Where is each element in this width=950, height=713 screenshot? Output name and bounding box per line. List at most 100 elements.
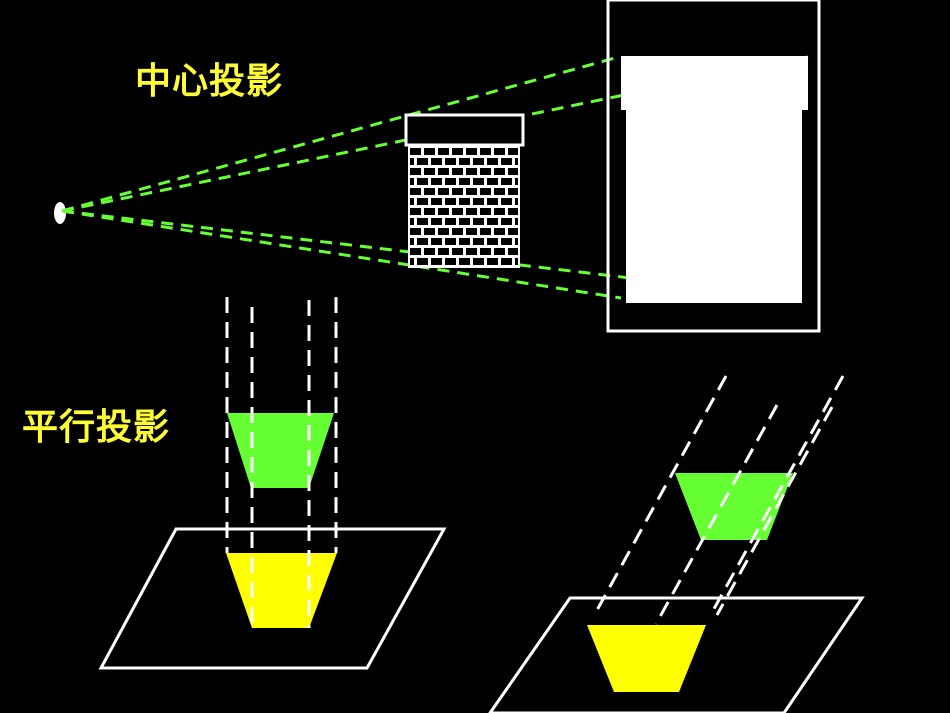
brick bbox=[487, 198, 498, 205]
brick bbox=[424, 248, 435, 255]
central-projection-group bbox=[54, 0, 821, 333]
brick bbox=[417, 198, 428, 205]
brick bbox=[424, 168, 435, 175]
brick bbox=[508, 168, 518, 175]
brick bbox=[473, 258, 484, 265]
brick bbox=[501, 218, 512, 225]
brick bbox=[466, 208, 477, 215]
ground-plane-right bbox=[488, 596, 865, 713]
brick bbox=[494, 228, 505, 235]
brick bbox=[424, 208, 435, 215]
brick bbox=[515, 158, 518, 165]
brick bbox=[410, 248, 421, 255]
brick bbox=[466, 148, 477, 155]
brick bbox=[473, 158, 484, 165]
parallel-vertical-group bbox=[98, 297, 447, 670]
brick bbox=[410, 228, 421, 235]
brick bbox=[431, 258, 442, 265]
brick bbox=[494, 188, 505, 195]
brick bbox=[508, 248, 518, 255]
brick bbox=[445, 198, 456, 205]
brick bbox=[431, 158, 442, 165]
brick bbox=[417, 238, 428, 245]
brick bbox=[438, 208, 449, 215]
brick bbox=[515, 218, 518, 225]
brick bbox=[473, 198, 484, 205]
brick bbox=[424, 148, 435, 155]
brick bbox=[515, 198, 518, 205]
brick bbox=[417, 158, 428, 165]
brick bbox=[501, 178, 512, 185]
brick bbox=[410, 178, 414, 185]
brick bbox=[452, 148, 463, 155]
parallel-rays-vertical bbox=[225, 297, 338, 628]
central-shadow bbox=[621, 56, 808, 303]
object-trapezoid-left bbox=[227, 413, 334, 488]
brick bbox=[473, 178, 484, 185]
brick bbox=[466, 228, 477, 235]
brick bbox=[438, 168, 449, 175]
brick bbox=[515, 238, 518, 245]
brick bbox=[438, 228, 449, 235]
object-trapezoid-right bbox=[675, 473, 793, 540]
brick bbox=[480, 148, 491, 155]
brick bbox=[487, 258, 498, 265]
brick bbox=[480, 188, 491, 195]
brick bbox=[480, 228, 491, 235]
brick bbox=[445, 218, 456, 225]
brick bbox=[424, 188, 435, 195]
light-source bbox=[54, 202, 66, 224]
brick bbox=[473, 218, 484, 225]
brick bbox=[487, 178, 498, 185]
brick bbox=[410, 238, 414, 245]
brick-wall-mortar bbox=[408, 146, 520, 268]
brick bbox=[410, 218, 414, 225]
brick bbox=[445, 238, 456, 245]
brick bbox=[459, 258, 470, 265]
oblique-ray-2 bbox=[654, 404, 779, 625]
brick bbox=[487, 238, 498, 245]
brick bbox=[508, 148, 518, 155]
brick bbox=[438, 248, 449, 255]
central-projection-label: 中心投影 bbox=[135, 61, 284, 102]
brick bbox=[431, 178, 442, 185]
central-ray-1 bbox=[61, 56, 616, 213]
brick bbox=[410, 198, 414, 205]
brick bbox=[459, 218, 470, 225]
brick bbox=[424, 228, 435, 235]
brick bbox=[410, 148, 421, 155]
brick bbox=[445, 178, 456, 185]
brick bbox=[452, 228, 463, 235]
brick bbox=[459, 238, 470, 245]
oblique-ray-3 bbox=[708, 375, 845, 617]
brick bbox=[431, 238, 442, 245]
central-ray-3 bbox=[61, 209, 622, 300]
brick bbox=[501, 198, 512, 205]
brick bbox=[494, 208, 505, 215]
parallel-rays-oblique bbox=[594, 375, 845, 625]
brick bbox=[452, 168, 463, 175]
brick bbox=[452, 248, 463, 255]
brick bbox=[459, 158, 470, 165]
brick-wall bbox=[408, 146, 520, 268]
brick bbox=[459, 198, 470, 205]
brick bbox=[445, 158, 456, 165]
brick bbox=[410, 188, 421, 195]
brick bbox=[410, 258, 414, 265]
brick bbox=[438, 188, 449, 195]
brick bbox=[452, 208, 463, 215]
brick bbox=[494, 148, 505, 155]
parallel-oblique-group bbox=[488, 375, 865, 713]
brick bbox=[480, 168, 491, 175]
shadow-trapezoid-right bbox=[587, 625, 706, 692]
brick bbox=[515, 178, 518, 185]
brick bbox=[508, 228, 518, 235]
brick bbox=[501, 158, 512, 165]
brick bbox=[466, 248, 477, 255]
brick bbox=[494, 248, 505, 255]
chimney-cap bbox=[404, 113, 525, 147]
brick bbox=[459, 178, 470, 185]
brick bbox=[508, 188, 518, 195]
brick bbox=[494, 168, 505, 175]
